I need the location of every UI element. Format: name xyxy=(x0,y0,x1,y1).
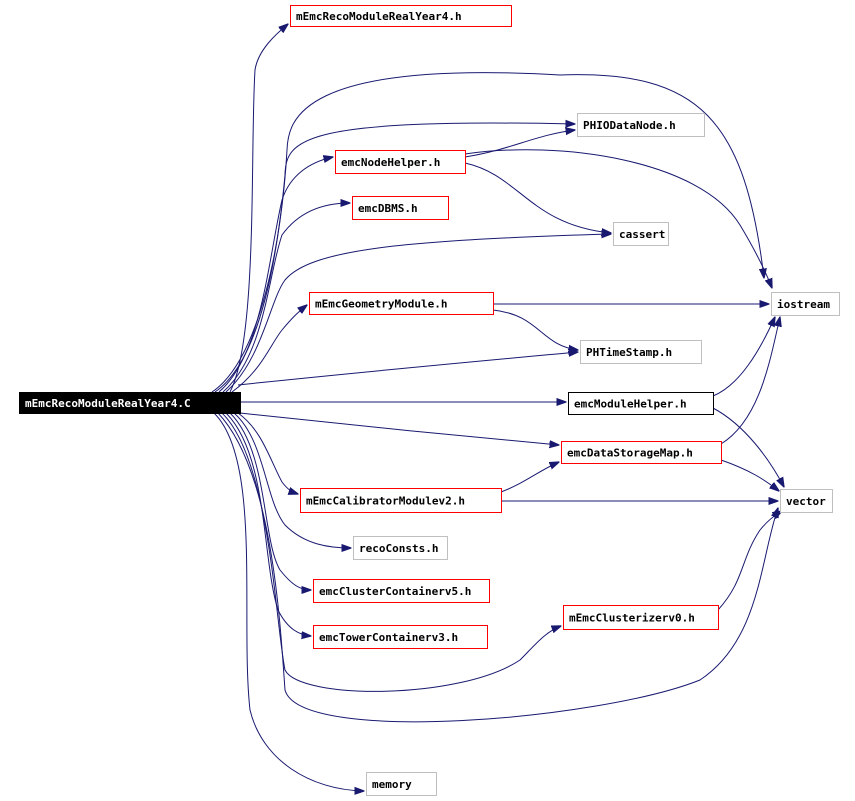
edge-root-to-mEmcGeometryModule_h xyxy=(231,305,307,393)
node-PHTimeStamp_h[interactable]: PHTimeStamp.h xyxy=(580,340,702,364)
edge-emcModuleHelper_h-to-iostream xyxy=(712,317,775,397)
edge-root-to-emcDataStorageMap_h xyxy=(239,412,559,445)
edge-root-to-mEmcCalibratorModulev2_h xyxy=(237,412,298,494)
node-box xyxy=(568,392,714,415)
node-label: emcTowerContainerv3.h xyxy=(319,631,458,644)
edges-layer xyxy=(211,24,784,791)
edge-emcNodeHelper_h-to-cassert xyxy=(464,162,611,233)
edge-root-to-emcNodeHelper_h xyxy=(218,157,333,393)
edge-root-to-recoConsts_h xyxy=(233,412,351,548)
node-PHIODataNode_h[interactable]: PHIODataNode.h xyxy=(577,113,705,137)
node-label: emcClusterContainerv5.h xyxy=(319,585,471,598)
node-box xyxy=(313,579,490,603)
node-box xyxy=(580,340,702,364)
edge-root-to-emcTowerContainerv3_h xyxy=(225,412,311,636)
edge-root-to-mEmcRecoModuleRealYear4_h xyxy=(229,24,288,393)
edge-mEmcClusterizerv0_h-to-vector xyxy=(717,511,782,611)
node-cassert[interactable]: cassert xyxy=(613,222,669,246)
node-mEmcClusterizerv0_h[interactable]: mEmcClusterizerv0.h xyxy=(563,605,719,630)
node-emcNodeHelper_h[interactable]: emcNodeHelper.h xyxy=(335,150,466,174)
node-box xyxy=(561,441,722,464)
node-label: mEmcRecoModuleRealYear4.C xyxy=(25,397,191,410)
node-label: mEmcCalibratorModulev2.h xyxy=(306,495,465,508)
edge-root-to-PHTimeStamp_h xyxy=(237,352,578,386)
node-label: mEmcRecoModuleRealYear4.h xyxy=(296,10,462,23)
node-recoConsts_h[interactable]: recoConsts.h xyxy=(353,536,448,560)
edge-root-to-memory xyxy=(213,412,364,791)
node-box xyxy=(780,489,833,513)
node-box xyxy=(613,222,669,246)
nodes-layer: mEmcRecoModuleRealYear4.C mEmcRecoModuleR… xyxy=(19,5,840,796)
node-box xyxy=(300,488,502,513)
node-emcDBMS_h[interactable]: emcDBMS.h xyxy=(352,196,449,220)
edge-emcNodeHelper_h-to-PHIODataNode_h xyxy=(464,130,575,158)
node-label: emcNodeHelper.h xyxy=(341,156,440,169)
node-label: recoConsts.h xyxy=(359,542,438,555)
node-box xyxy=(353,536,448,560)
node-label: PHTimeStamp.h xyxy=(586,346,672,359)
edge-root-to-PHIODataNode_h xyxy=(214,123,575,393)
node-box xyxy=(577,113,705,137)
node-mEmcRecoModuleRealYear4_h[interactable]: mEmcRecoModuleRealYear4.h xyxy=(290,5,512,27)
node-box xyxy=(366,772,437,796)
node-emcClusterContainerv5_h[interactable]: emcClusterContainerv5.h xyxy=(313,579,490,603)
edge-mEmcGeometryModule_h-to-PHTimeStamp_h xyxy=(492,309,578,350)
node-label: vector xyxy=(786,495,826,508)
node-label: cassert xyxy=(619,228,665,241)
edge-emcDataStorageMap_h-to-iostream xyxy=(720,317,780,445)
node-label: memory xyxy=(372,778,412,791)
node-emcTowerContainerv3_h[interactable]: emcTowerContainerv3.h xyxy=(313,625,488,649)
node-emcModuleHelper_h[interactable]: emcModuleHelper.h xyxy=(568,392,714,415)
node-label: iostream xyxy=(777,298,830,311)
edge-mEmcCalibratorModulev2_h-to-emcDataStorageMap_h xyxy=(500,462,559,493)
node-box xyxy=(771,292,840,316)
edge-emcModuleHelper_h-to-vector xyxy=(712,407,784,487)
node-box xyxy=(290,5,512,27)
node-label: emcDataStorageMap.h xyxy=(567,447,693,460)
edge-root-to-emcDBMS_h xyxy=(222,203,350,393)
node-label: emcModuleHelper.h xyxy=(574,398,687,411)
node-emcDataStorageMap_h[interactable]: emcDataStorageMap.h xyxy=(561,441,722,464)
edge-emcNodeHelper_h-to-iostream xyxy=(464,149,772,288)
edge-emcDataStorageMap_h-to-vector xyxy=(720,459,779,491)
node-label: PHIODataNode.h xyxy=(583,119,676,132)
node-box xyxy=(19,392,241,414)
node-box xyxy=(352,196,449,220)
node-mEmcGeometryModule_h[interactable]: mEmcGeometryModule.h xyxy=(309,292,494,315)
node-iostream[interactable]: iostream xyxy=(771,292,840,316)
node-vector[interactable]: vector xyxy=(780,489,833,513)
node-label: emcDBMS.h xyxy=(358,202,418,215)
edge-root-to-cassert xyxy=(225,234,611,393)
edge-root-to-vector xyxy=(217,412,778,723)
node-label: mEmcClusterizerv0.h xyxy=(569,612,695,625)
node-mEmcCalibratorModulev2_h[interactable]: mEmcCalibratorModulev2.h xyxy=(300,488,502,513)
edge-root-to-iostream xyxy=(211,72,764,393)
node-root[interactable]: mEmcRecoModuleRealYear4.C xyxy=(19,392,241,414)
edge-root-to-emcClusterContainerv5_h xyxy=(229,412,311,590)
node-box xyxy=(309,292,494,315)
node-memory[interactable]: memory xyxy=(366,772,437,796)
node-box xyxy=(335,150,466,174)
node-box xyxy=(563,605,719,630)
node-box xyxy=(313,625,488,649)
node-label: mEmcGeometryModule.h xyxy=(315,298,447,311)
